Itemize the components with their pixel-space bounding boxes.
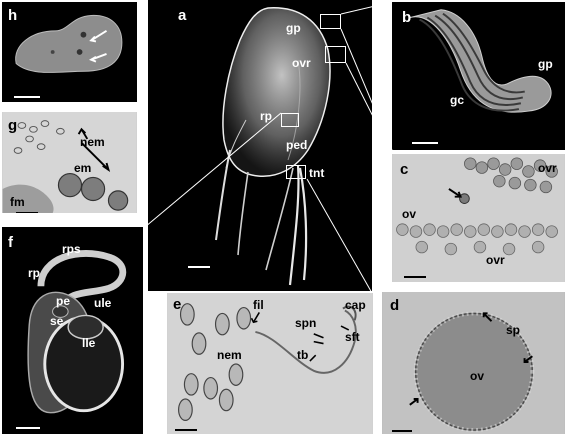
label-fil: fil <box>253 298 264 312</box>
panel-c-label: c <box>400 161 409 178</box>
panel-g: g nem em fm <box>0 110 139 215</box>
label-ped: ped <box>286 138 308 152</box>
label-nem-g: nem <box>80 135 105 149</box>
label-ov-c: ov <box>402 207 417 221</box>
panel-f: f rps rp pe ule se lle <box>0 225 145 436</box>
box-tnt <box>286 165 306 179</box>
panel-a-label: a <box>178 7 187 24</box>
label-gc: gc <box>450 93 465 107</box>
label-ule: ule <box>94 296 112 310</box>
label-gp-b: gp <box>538 57 553 71</box>
box-rp <box>281 113 299 127</box>
label-cap: cap <box>345 298 366 312</box>
box-ovr <box>325 46 346 63</box>
label-sp: sp <box>506 323 521 337</box>
panel-e-label: e <box>173 296 182 313</box>
label-gp: gp <box>286 21 301 35</box>
scale-bar-b <box>412 142 438 144</box>
panel-h: h <box>0 0 139 104</box>
panel-h-label: h <box>8 7 18 24</box>
label-ovr: ovr <box>292 56 311 70</box>
panel-f-label: f <box>8 234 13 251</box>
scale-bar-h <box>14 96 40 98</box>
panel-b-image <box>409 9 552 113</box>
scale-bar-g <box>16 212 38 213</box>
scale-bar-e <box>175 429 197 431</box>
label-tnt: tnt <box>309 166 325 180</box>
label-spn: spn <box>295 316 317 330</box>
panel-e-image <box>167 293 373 434</box>
label-rp: rp <box>260 109 272 123</box>
label-lle: lle <box>82 336 96 350</box>
panel-g-image <box>2 112 137 213</box>
label-sft: sft <box>345 330 360 344</box>
label-tb: tb <box>297 348 309 362</box>
label-ov-d: ov <box>470 369 485 383</box>
panel-c: c ovr ov ovr <box>390 152 567 284</box>
label-ovr-c-bottom: ovr <box>486 253 505 267</box>
panel-d-label: d <box>390 297 400 314</box>
panel-d-image <box>382 292 565 434</box>
scale-bar-a <box>188 266 210 268</box>
panel-a: a gp ovr rp ped tnt <box>148 0 372 291</box>
panel-d: d sp ov <box>380 290 567 436</box>
panel-g-label: g <box>8 117 18 134</box>
label-ovr-c-top: ovr <box>538 161 557 175</box>
box-gp <box>320 14 341 29</box>
label-se: se <box>50 314 64 328</box>
jellyfish-image <box>215 7 331 286</box>
scale-bar-d <box>392 430 412 432</box>
panel-b: b gp gc <box>390 0 567 152</box>
label-fm: fm <box>10 195 25 209</box>
panel-e: e fil cap spn sft nem tb <box>165 291 375 436</box>
label-em: em <box>74 161 92 175</box>
panel-b-label: b <box>402 9 412 26</box>
panel-h-image <box>15 14 123 73</box>
panel-f-image <box>27 250 127 414</box>
label-pe: pe <box>56 294 71 308</box>
scale-bar-f <box>16 427 40 429</box>
label-nem-e: nem <box>217 348 242 362</box>
label-rps: rps <box>62 242 81 256</box>
panel-c-image <box>392 154 565 282</box>
label-rp-f: rp <box>28 266 40 280</box>
scale-bar-c <box>404 276 426 278</box>
